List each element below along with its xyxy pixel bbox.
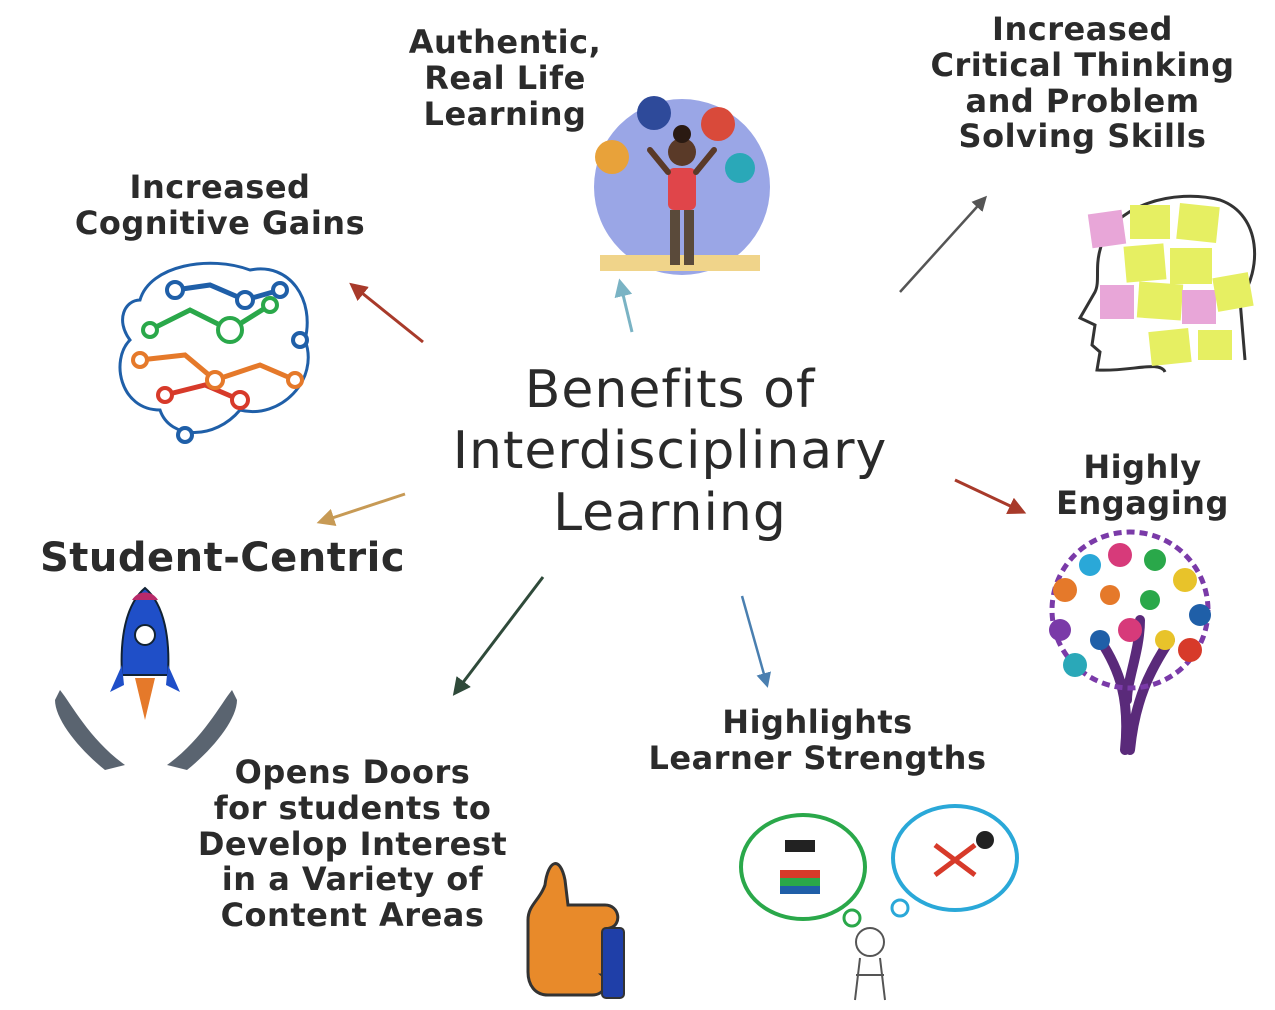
benefit-label-strengths: Highlights Learner Strengths [648,703,987,777]
benefit-label-critical: Increased Critical Thinking and Problem … [930,10,1235,156]
center-title: Benefits of Interdisciplinary Learning [400,360,940,544]
center-title-line-3: Learning [553,482,787,543]
student-with-ideas-icon [594,96,770,275]
arrow-authentic [614,278,634,333]
head-with-sticky-notes-icon [1077,194,1257,373]
thumbs-up-icon [526,862,625,999]
arrow-critical [899,195,988,293]
benefit-label-cognitive: Increased Cognitive Gains [74,168,366,242]
arrow-doors [452,576,545,696]
brain-network-icon [118,261,310,444]
benefit-label-doors: Opens Doors for students to Develop Inte… [197,753,508,935]
center-title-line-2: Interdisciplinary [452,421,888,482]
arrow-cognitive [349,282,424,344]
rocket-in-hands-icon [55,586,237,770]
colorful-tree-icon [1049,529,1211,755]
arrow-student [316,492,406,527]
arrow-engaging [954,478,1027,515]
benefit-label-engaging: Highly Engaging [1056,448,1229,522]
thinking-person-icon [739,804,1019,1001]
benefit-label-authentic: Authentic, Real Life Learning [408,23,602,133]
center-title-line-1: Benefits of [524,360,816,420]
benefit-label-student: Student-Centric [39,535,406,581]
arrow-strengths [740,595,771,688]
